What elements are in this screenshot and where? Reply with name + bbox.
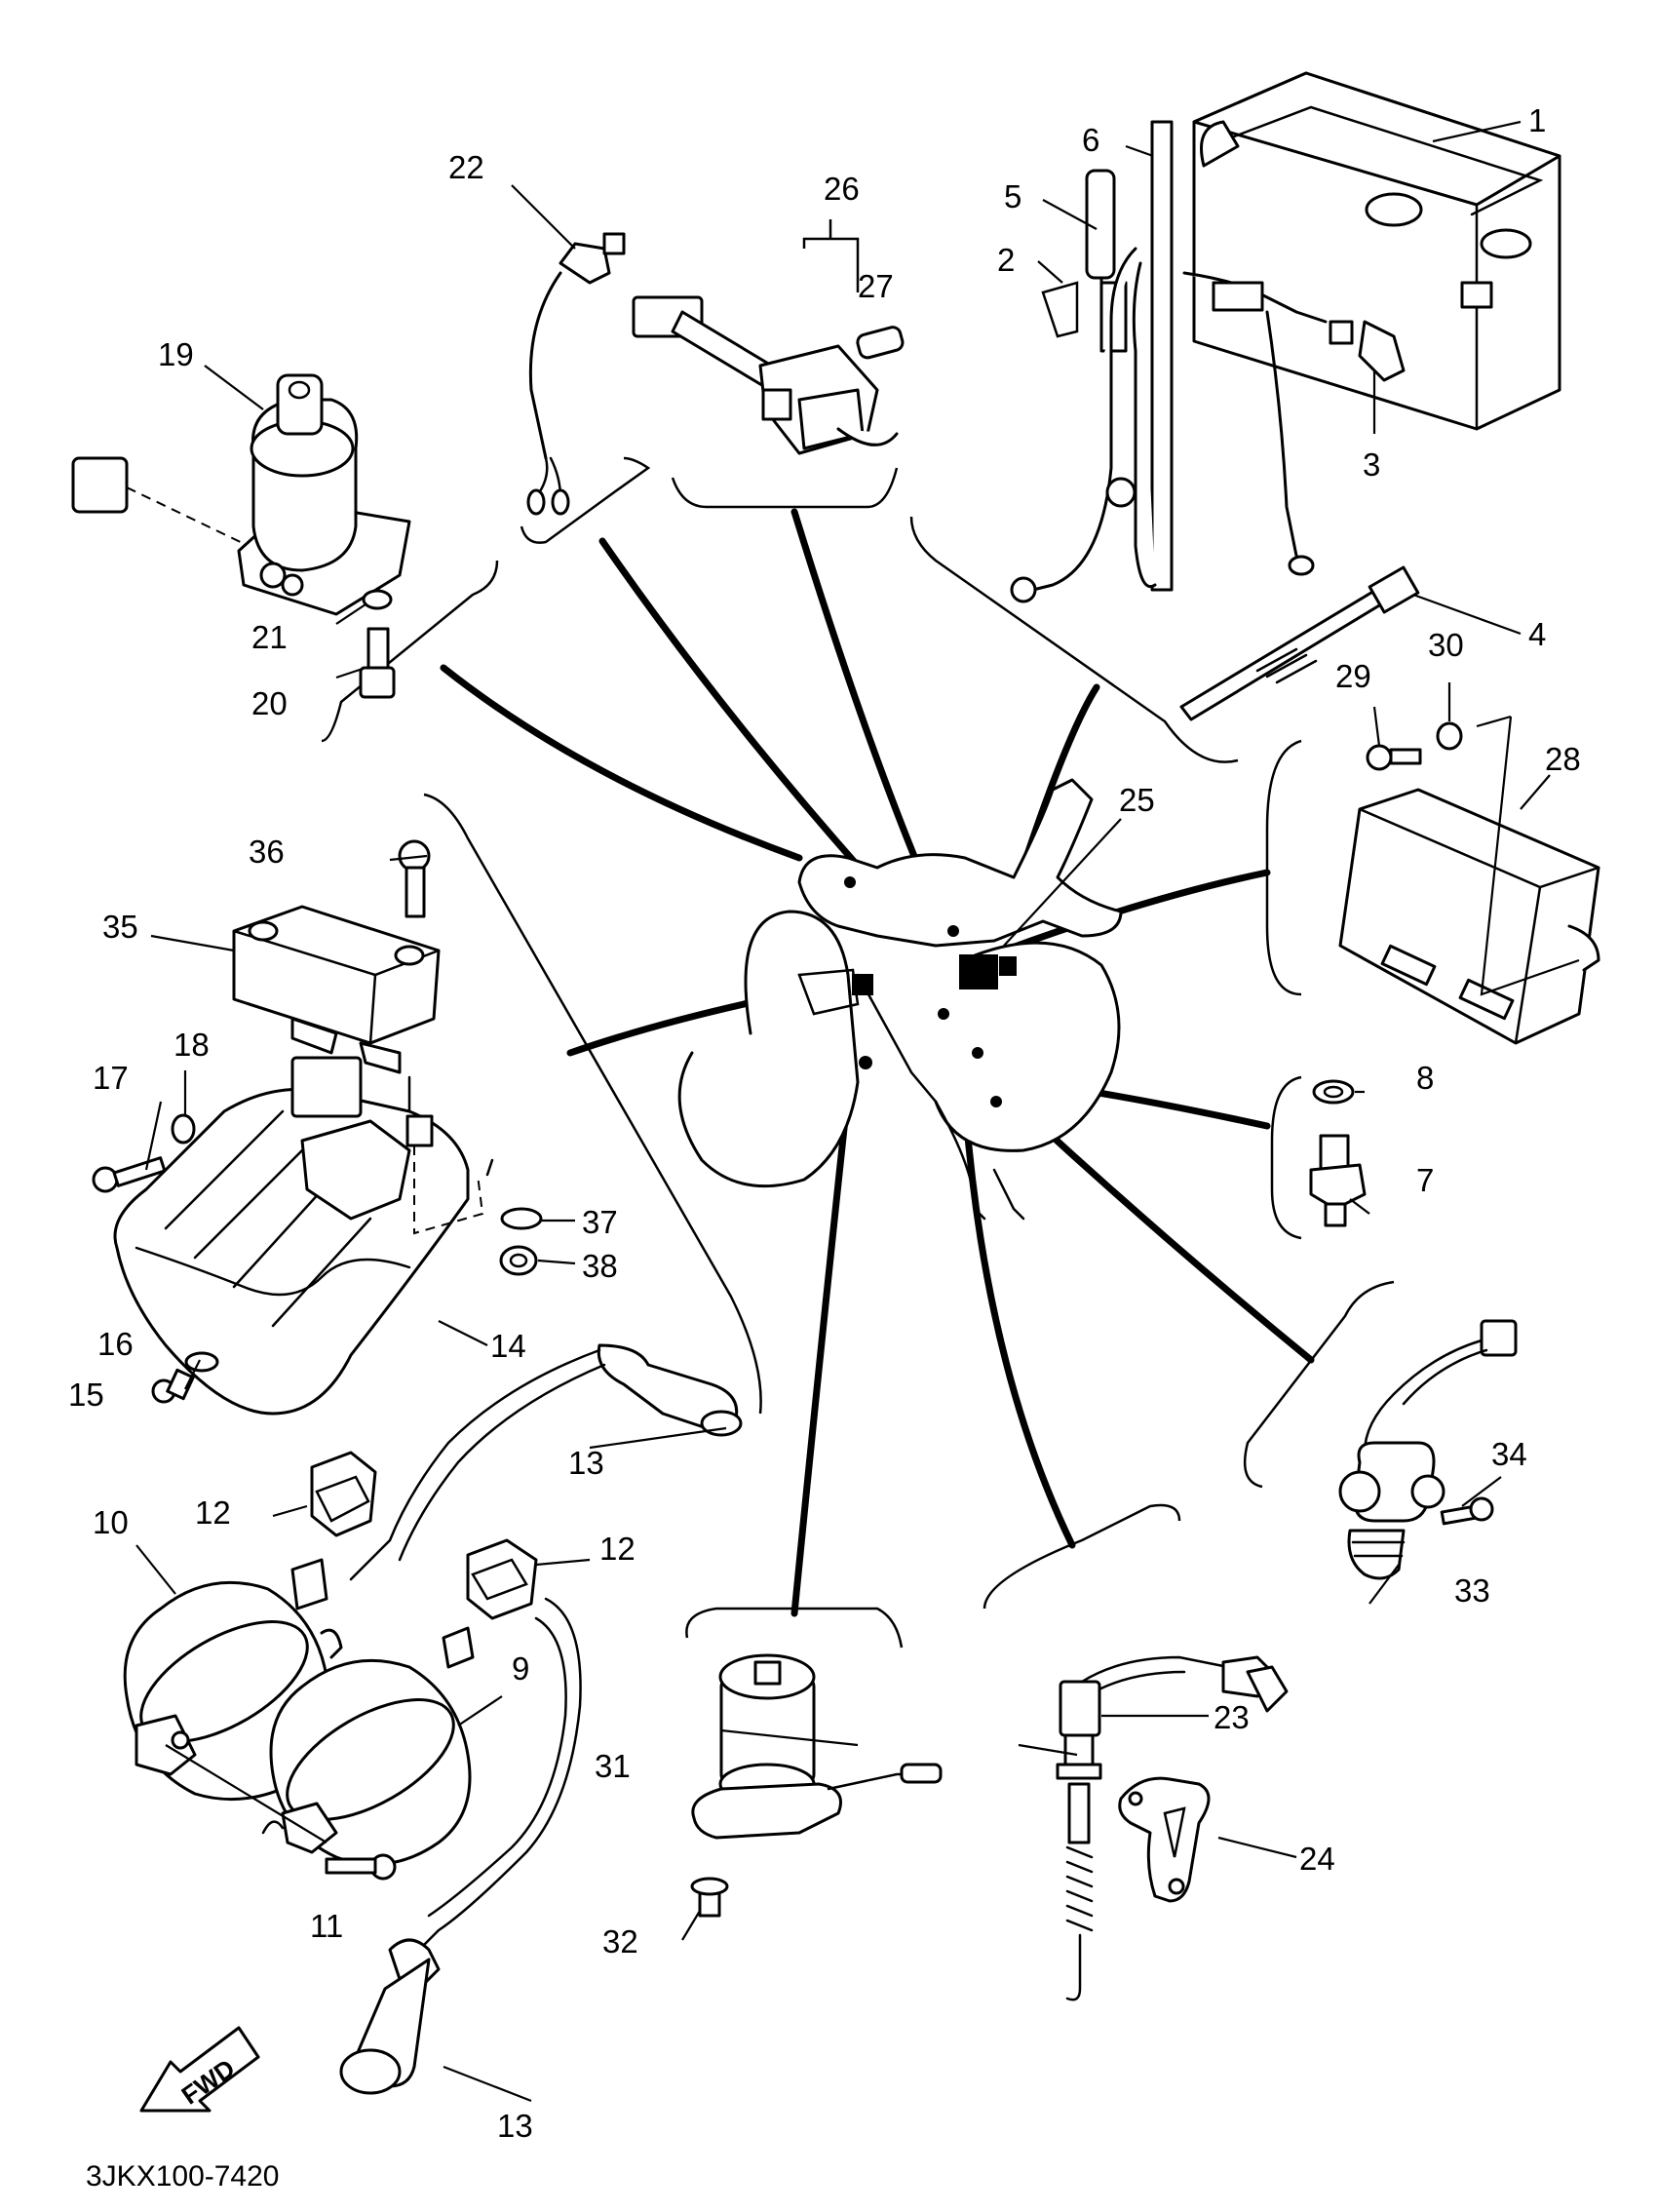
callout-13a: 13: [568, 1445, 604, 1481]
callout-34: 34: [1491, 1436, 1527, 1472]
callout-30: 30: [1428, 627, 1464, 663]
callout-23: 23: [1214, 1699, 1250, 1735]
cover-assembly: [92, 1056, 543, 1416]
regulator-assembly: [232, 839, 441, 1162]
callout-15: 15: [68, 1377, 104, 1413]
callout-18: 18: [173, 1027, 210, 1063]
callout-8: 8: [1416, 1060, 1434, 1096]
solenoid-assembly: [690, 1653, 943, 1918]
sensor-lead-22: [526, 232, 626, 516]
callout-brackets: [321, 456, 1395, 1649]
fuse-holder-assembly: [632, 219, 905, 455]
callout-32: 32: [602, 1923, 638, 1960]
callout-19: 19: [158, 336, 194, 372]
battery-assembly: [1010, 71, 1561, 721]
callout-31: 31: [595, 1748, 631, 1784]
callout-11: 11: [310, 1908, 343, 1944]
callout-37: 37: [582, 1204, 618, 1240]
cdi-unit-assembly: [1338, 715, 1600, 1045]
diagram-code: 3JKX100-7420: [86, 2160, 280, 2193]
callout-4: 4: [1528, 616, 1546, 652]
callout-3: 3: [1363, 446, 1380, 483]
main-switch-assembly: [71, 373, 411, 699]
callout-28: 28: [1545, 741, 1581, 777]
callout-26: 26: [824, 171, 860, 207]
callout-17: 17: [93, 1060, 129, 1096]
callout-24: 24: [1299, 1841, 1335, 1877]
stop-switch-assembly: [1056, 1655, 1289, 2001]
callout-25: 25: [1119, 782, 1155, 818]
motorcycle-outline: [677, 778, 1123, 1221]
switch-assembly-33: [1338, 1319, 1518, 1580]
sender-assembly-7-8: [1309, 1079, 1367, 1227]
callout-22: 22: [448, 149, 484, 185]
callout-numbers: 1 2 3 4 5 6 7 8 9 10 11 12 12 13 13 14 1…: [68, 102, 1581, 2144]
callout-12b: 12: [599, 1531, 636, 1567]
callout-9: 9: [512, 1650, 529, 1687]
callout-12a: 12: [195, 1494, 231, 1531]
callout-35: 35: [102, 909, 138, 945]
forward-arrow-icon: FWD: [139, 2026, 260, 2113]
callout-38: 38: [582, 1248, 618, 1284]
callout-27: 27: [858, 268, 894, 304]
callout-7: 7: [1416, 1162, 1434, 1198]
callout-29: 29: [1335, 658, 1371, 694]
callout-10: 10: [93, 1504, 129, 1540]
callout-13b: 13: [497, 2108, 533, 2144]
callout-14: 14: [490, 1328, 526, 1364]
callout-6: 6: [1082, 122, 1099, 158]
callout-21: 21: [251, 619, 288, 655]
ignition-coil-assembly: [123, 1343, 743, 2095]
leader-lines: [135, 120, 1551, 2103]
callout-16: 16: [97, 1326, 134, 1362]
callout-1: 1: [1528, 102, 1546, 138]
callout-5: 5: [1004, 178, 1021, 214]
callout-2: 2: [997, 242, 1015, 278]
callout-20: 20: [251, 685, 288, 721]
callout-33: 33: [1454, 1572, 1490, 1609]
callout-36: 36: [249, 834, 285, 870]
